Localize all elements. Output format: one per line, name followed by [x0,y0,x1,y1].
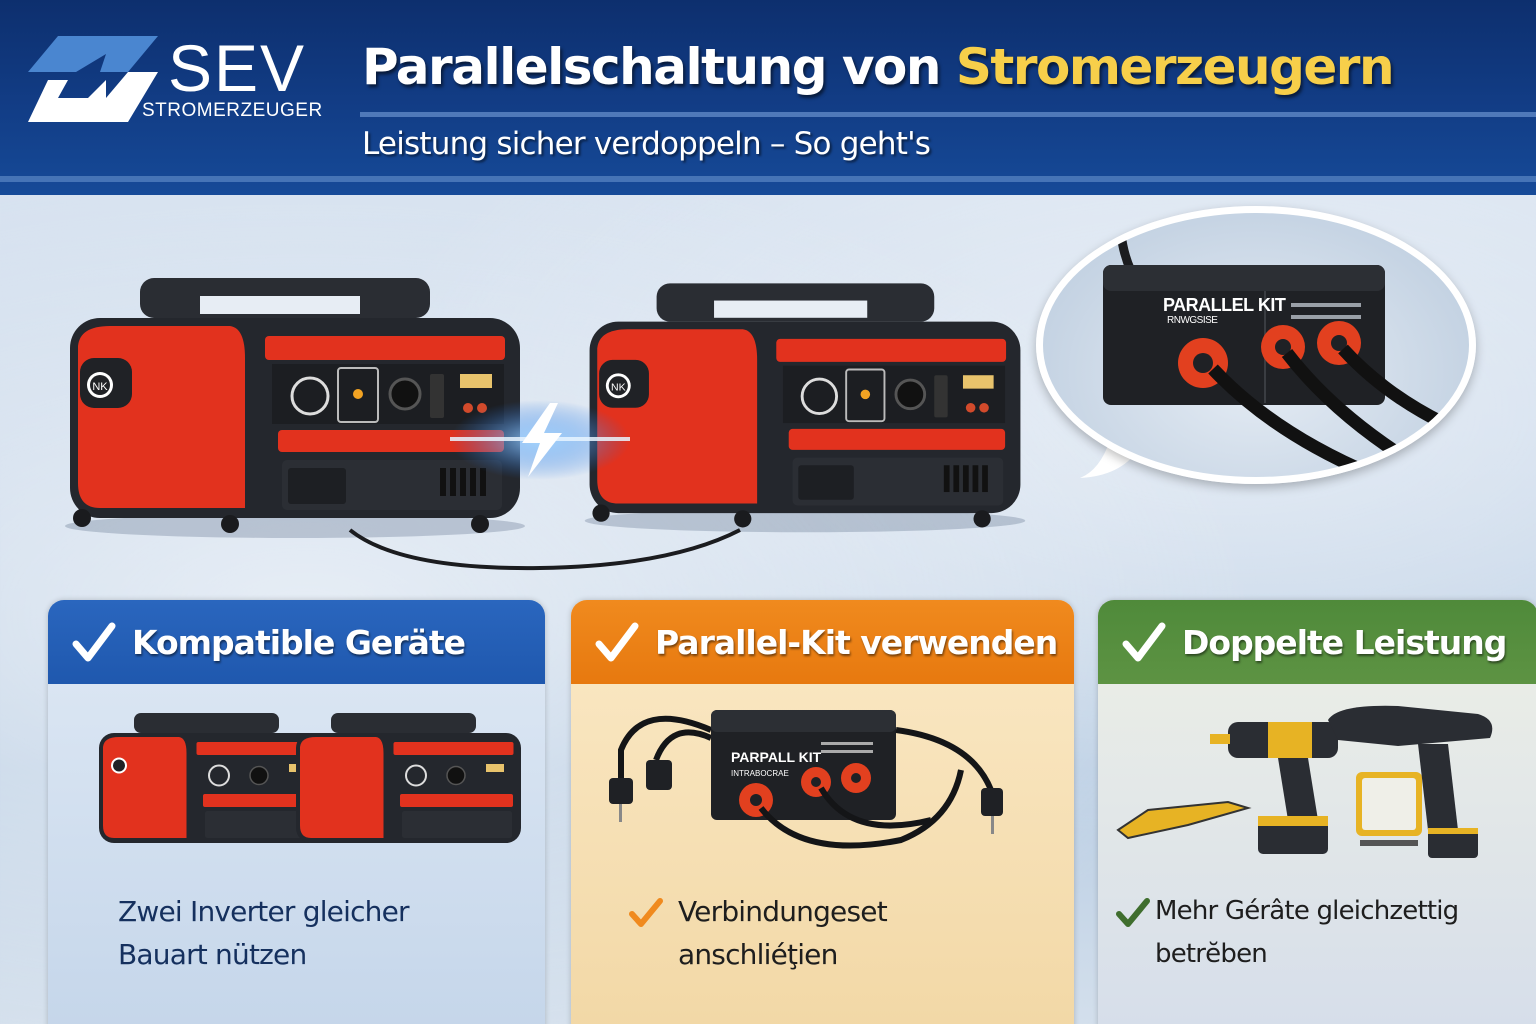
card-text-line2: anschliéţien [678,938,838,971]
card-title: Doppelte Leistung [1182,622,1507,662]
svg-text:NK: NK [92,381,108,393]
card-header: Parallel-Kit verwenden [571,600,1074,684]
card-text-line2: Bauart nützen [118,938,307,971]
two-generators-illustration [99,713,521,843]
check-icon [1116,898,1150,927]
kit-label: PARALLEL KIT [1163,295,1286,315]
check-icon [1122,622,1166,662]
title-part1: Parallelschaltung von [362,38,941,96]
generator-right-illustration: NK [584,283,1026,533]
check-icon [595,622,639,662]
card-double-power: Doppelte Leistung Mehr Gérâte gleichzett… [1098,600,1536,1024]
svg-text:NK: NK [611,382,626,394]
card-text-line1: Mehr Gérâte gleichzettig [1155,896,1459,926]
card-header: Kompatible Geräte [48,600,545,684]
lightning-bolt-icon [450,400,630,480]
card-text-line1: Verbindungeset [678,895,888,928]
card-description: Zwei Inverter gleicher Bauart nützen [118,890,410,976]
card-description: Verbindungeset anschliéţien [678,890,888,976]
generator-left-illustration: NK [65,278,525,538]
svg-text:INTRABOCRAE: INTRABOCRAE [731,769,789,778]
card-text-line1: Zwei Inverter gleicher [118,895,410,928]
check-icon [629,898,663,927]
card-compatible-devices: Kompatible Geräte Zwei Inverter [48,600,545,1024]
card-title: Kompatible Geräte [132,622,466,662]
sev-logo: SEV STROMERZEUGER [28,31,338,126]
parallel-kit-callout: PARALLEL KIT RNWGSISE [1036,206,1476,484]
parallel-cable [348,528,741,571]
kit-label: PARPALL KIT [731,749,822,765]
parallel-kit-closeup [1103,232,1446,477]
parallel-kit-illustration: PARPALL KIT INTRABOCRAE [609,710,1003,849]
card-description: Mehr Gérâte gleichzettig betrĕben [1155,890,1459,976]
logo-subtext: STROMERZEUGER [142,100,323,121]
power-tools-illustration [1116,705,1493,858]
card-text-line2: betrĕben [1155,939,1268,969]
header-bottom-divider [0,176,1536,182]
card-parallel-kit: Parallel-Kit verwenden PARPALL KIT INTRA… [571,600,1074,1024]
logo-bolt-icon [28,36,158,122]
kit-sublabel: RNWGSISE [1167,315,1218,326]
page-subtitle: Leistung sicher verdoppeln – So geht's [362,126,931,162]
card-title: Parallel-Kit verwenden [655,622,1058,662]
logo-text: SEV [168,31,307,105]
page-title: Parallelschaltung von Stromerzeugern [362,38,1395,96]
card-header: Doppelte Leistung [1098,600,1536,684]
title-highlight: Stromerzeugern [955,38,1395,96]
header-divider [360,112,1536,117]
header-banner: SEV STROMERZEUGER Parallelschaltung von … [0,0,1536,195]
check-icon [72,622,116,662]
